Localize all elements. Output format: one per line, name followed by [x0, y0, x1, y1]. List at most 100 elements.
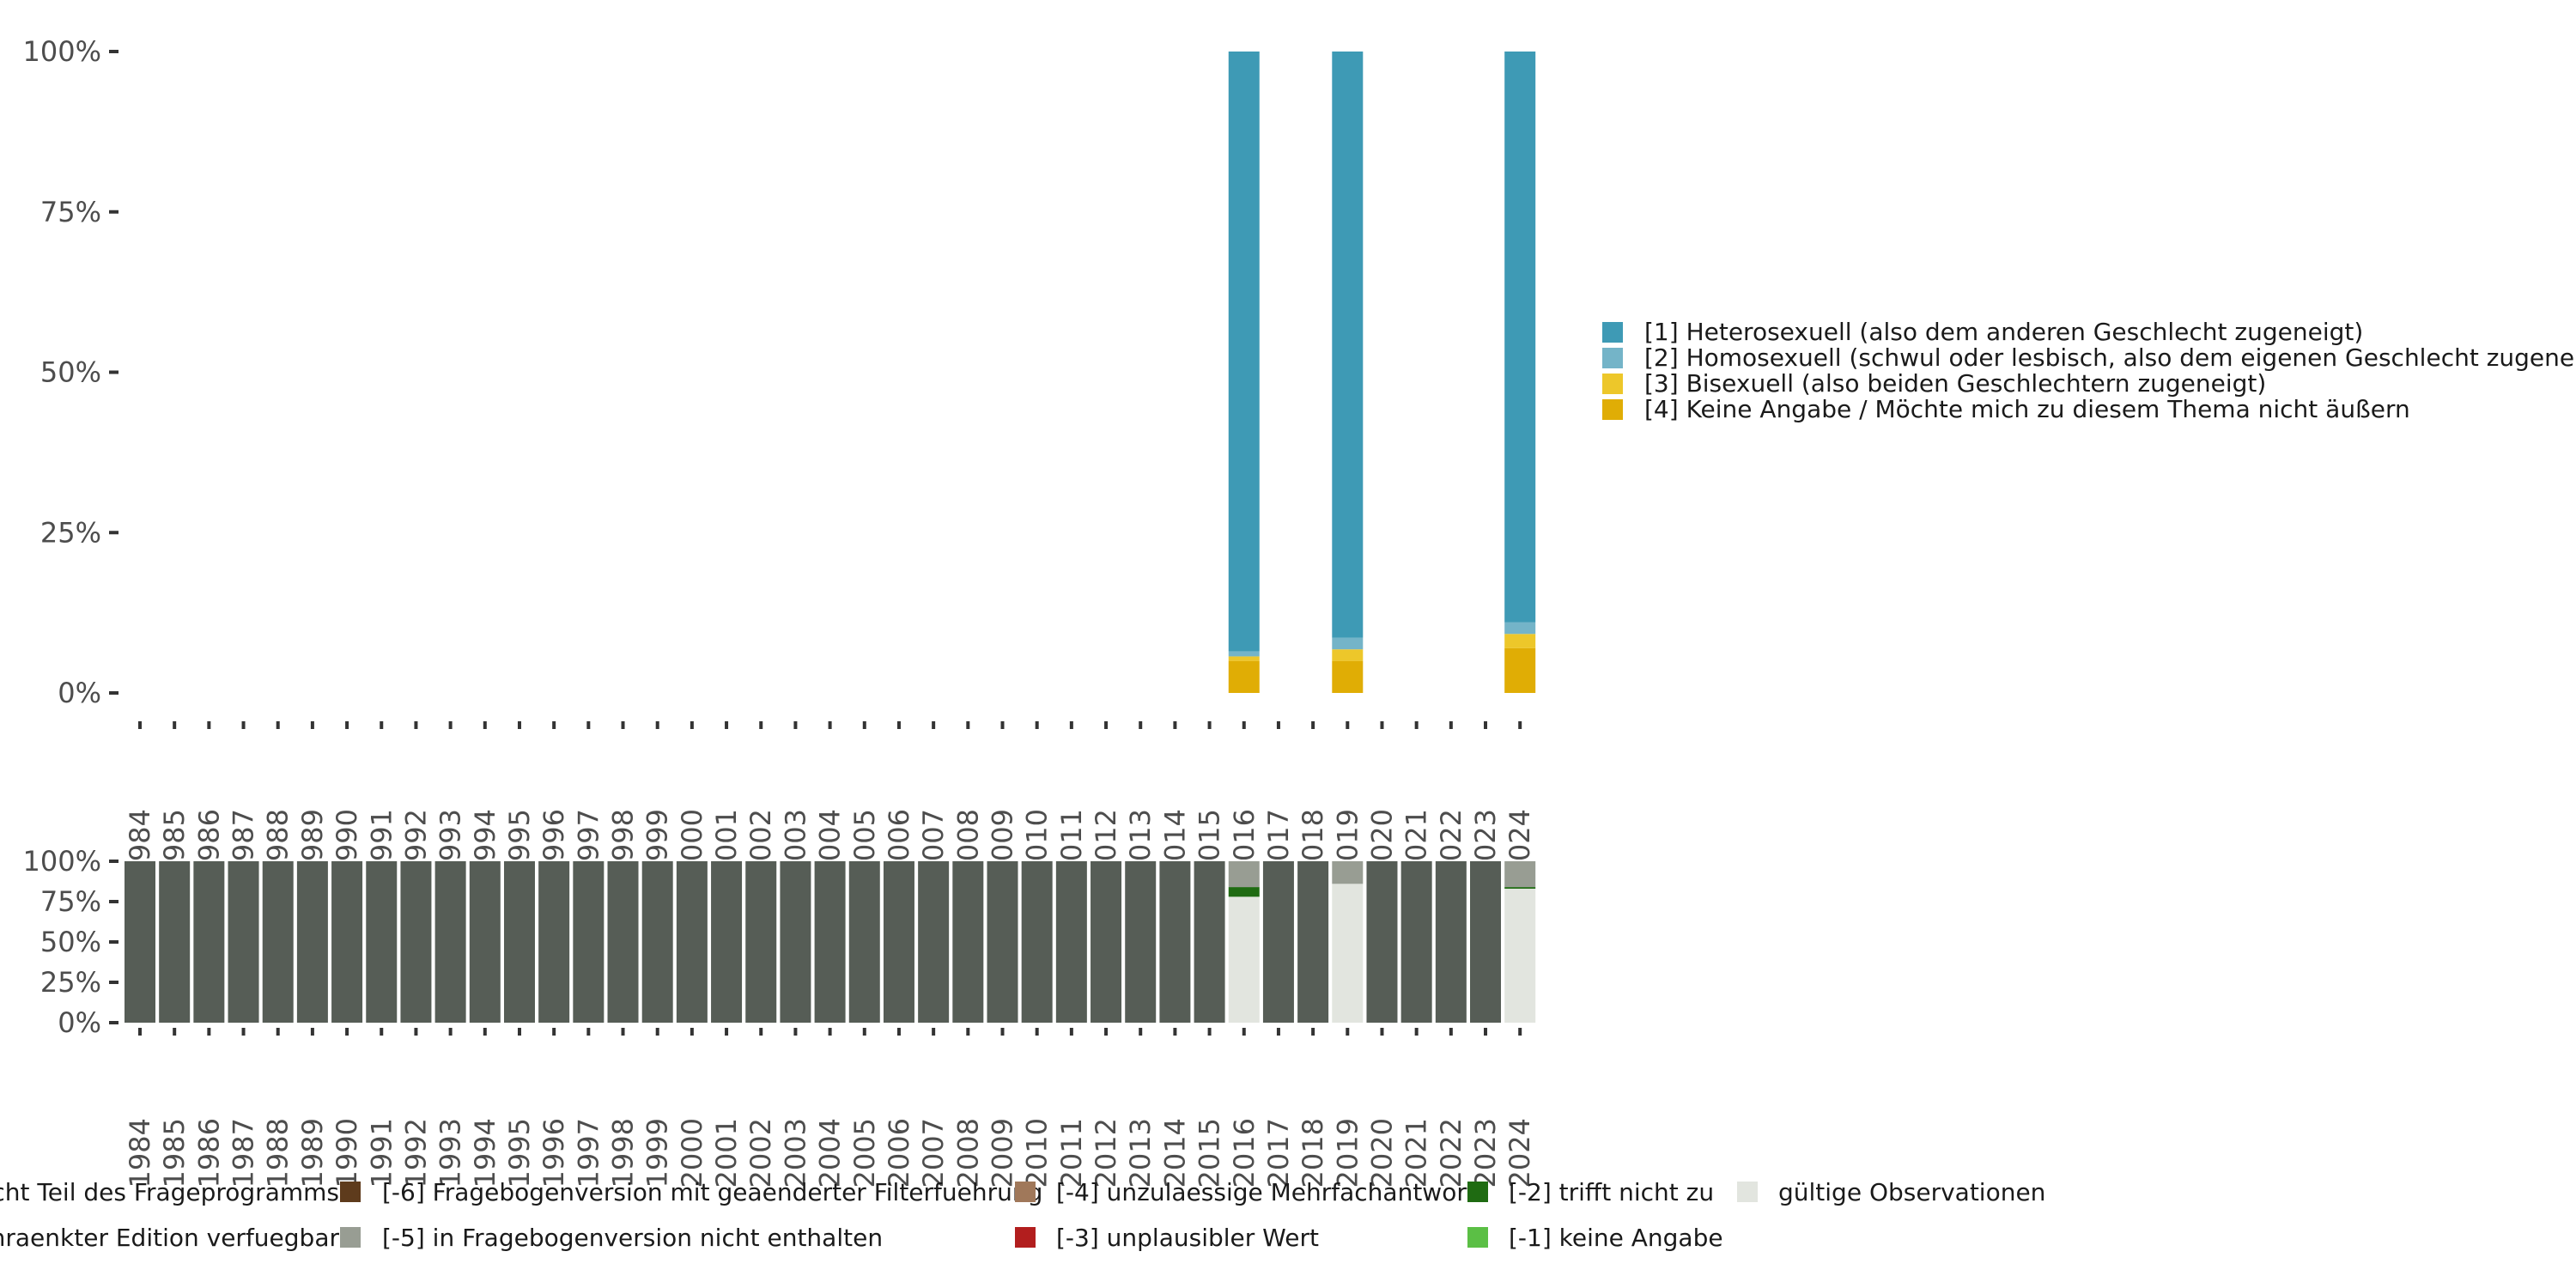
- x-tick-label: 2007: [917, 1118, 950, 1188]
- legend-swatch: [1467, 1182, 1488, 1202]
- legend-label: gültige Observationen: [1778, 1178, 2045, 1206]
- legend-label: [-5] in Fragebogenversion nicht enthalte…: [382, 1224, 883, 1252]
- bar-segment: [1332, 884, 1364, 1023]
- x-tick-label: 2021: [1400, 1118, 1433, 1188]
- bar-segment: [1228, 660, 1260, 693]
- y-tick-label: 100%: [23, 845, 101, 878]
- bar-segment: [1091, 861, 1122, 1023]
- bar-segment: [1159, 861, 1191, 1023]
- bar-segment: [987, 861, 1018, 1023]
- y-tick-label: 100%: [23, 35, 101, 68]
- legend-swatch: [1602, 322, 1623, 343]
- bar-segment: [400, 861, 432, 1023]
- bar-segment: [1228, 656, 1260, 661]
- x-tick-label: 1992: [399, 1118, 432, 1188]
- legend-label: [-1] keine Angabe: [1509, 1224, 1723, 1252]
- bar-segment: [1055, 861, 1087, 1023]
- bar-segment: [1332, 660, 1364, 693]
- legend-label: [4] Keine Angabe / Möchte mich zu diesem…: [1644, 395, 2410, 423]
- x-tick-label: 2023: [1469, 1118, 1502, 1188]
- bar-segment: [1504, 634, 1536, 648]
- x-tick-label: 2022: [1435, 1118, 1467, 1188]
- bar-segment: [1366, 861, 1398, 1023]
- y-tick-label: 50%: [40, 926, 101, 958]
- legend-label: [2] Homosexuell (schwul oder lesbisch, a…: [1644, 343, 2576, 372]
- legend-label: [-3] unplausibler Wert: [1056, 1224, 1319, 1252]
- x-tick-label: 2015: [1194, 1118, 1226, 1188]
- legend-label: [-8] Frage in diesem Jahr nicht Teil des…: [0, 1178, 339, 1206]
- legend-swatch: [1602, 348, 1623, 368]
- x-tick-label: 1989: [296, 1118, 329, 1188]
- x-tick-label: 1987: [228, 1118, 260, 1188]
- y-tick-label: 0%: [58, 1006, 101, 1039]
- bar-segment: [1504, 887, 1536, 889]
- legend-swatch: [1015, 1227, 1036, 1248]
- x-tick-label: 2008: [951, 1118, 984, 1188]
- x-tick-label: 1996: [538, 1118, 570, 1188]
- legend-label: [-2] trifft nicht zu: [1509, 1178, 1714, 1206]
- bar-segment: [1504, 647, 1536, 693]
- legend-label: [3] Bisexuell (also beiden Geschlechtern…: [1644, 369, 2266, 398]
- bar-segment: [1332, 52, 1364, 638]
- x-tick-label: 1995: [503, 1118, 536, 1188]
- bar-segment: [1194, 861, 1225, 1023]
- y-tick-label: 25%: [40, 966, 101, 999]
- bar-segment: [1228, 651, 1260, 657]
- bar-segment: [1400, 861, 1432, 1023]
- x-tick-label: 1988: [262, 1118, 295, 1188]
- bar-segment: [1228, 887, 1260, 897]
- bar-segment: [607, 861, 639, 1023]
- x-tick-label: 2000: [676, 1118, 708, 1188]
- bar-segment: [331, 861, 363, 1023]
- y-tick-label: 75%: [40, 196, 101, 228]
- x-tick-label: 2019: [1331, 1118, 1364, 1188]
- legend-label: [1] Heterosexuell (also dem anderen Gesc…: [1644, 318, 2363, 346]
- bar-segment: [676, 861, 708, 1023]
- bar-segment: [262, 861, 294, 1023]
- x-tick-label: 1986: [192, 1118, 225, 1188]
- y-tick-label: 0%: [58, 677, 101, 709]
- bar-segment: [1504, 52, 1536, 623]
- bar-segment: [883, 861, 914, 1023]
- bar-segment: [228, 861, 259, 1023]
- x-tick-label: 2009: [987, 1118, 1019, 1188]
- x-tick-label: 2002: [744, 1118, 777, 1188]
- top-legend: [1] Heterosexuell (also dem anderen Gesc…: [1602, 318, 2576, 423]
- x-tick-label: 1993: [434, 1118, 467, 1188]
- x-tick-label: 2012: [1090, 1118, 1122, 1188]
- bar-segment: [1332, 637, 1364, 650]
- legend-swatch: [1737, 1182, 1758, 1202]
- x-tick-label: 1991: [365, 1118, 398, 1188]
- legend-label: [-6] Fragebogenversion mit geaenderter F…: [382, 1178, 1042, 1206]
- bar-segment: [193, 861, 225, 1023]
- legend-label: [-4] unzulaessige Mehrfachantwort: [1056, 1178, 1476, 1206]
- x-tick-label: 1984: [124, 1118, 156, 1188]
- x-tick-label: 1998: [607, 1118, 640, 1188]
- x-tick-label: 1994: [469, 1118, 501, 1188]
- bar-segment: [1435, 861, 1467, 1023]
- bar-segment: [1332, 861, 1364, 884]
- x-tick-label: 1985: [158, 1118, 191, 1188]
- y-tick-label: 50%: [40, 356, 101, 389]
- bar-segment: [366, 861, 398, 1023]
- bar-segment: [641, 861, 673, 1023]
- x-tick-label: 2003: [779, 1118, 811, 1188]
- bar-segment: [952, 861, 984, 1023]
- x-tick-label: 2005: [848, 1118, 881, 1188]
- x-tick-label: 2024: [1504, 1118, 1536, 1188]
- bar-segment: [1228, 896, 1260, 1023]
- x-tick-label: 2004: [814, 1118, 847, 1188]
- bottom-legend: [-8] Frage in diesem Jahr nicht Teil des…: [0, 1178, 2045, 1252]
- bar-segment: [918, 861, 950, 1023]
- bar-segment: [1262, 861, 1294, 1023]
- bar-segment: [1332, 649, 1364, 661]
- x-tick-label: 2006: [883, 1118, 915, 1188]
- legend-swatch: [340, 1182, 361, 1202]
- x-tick-label: 1999: [641, 1118, 674, 1188]
- y-tick-label: 75%: [40, 885, 101, 918]
- bar-segment: [848, 861, 880, 1023]
- bar-segment: [573, 861, 605, 1023]
